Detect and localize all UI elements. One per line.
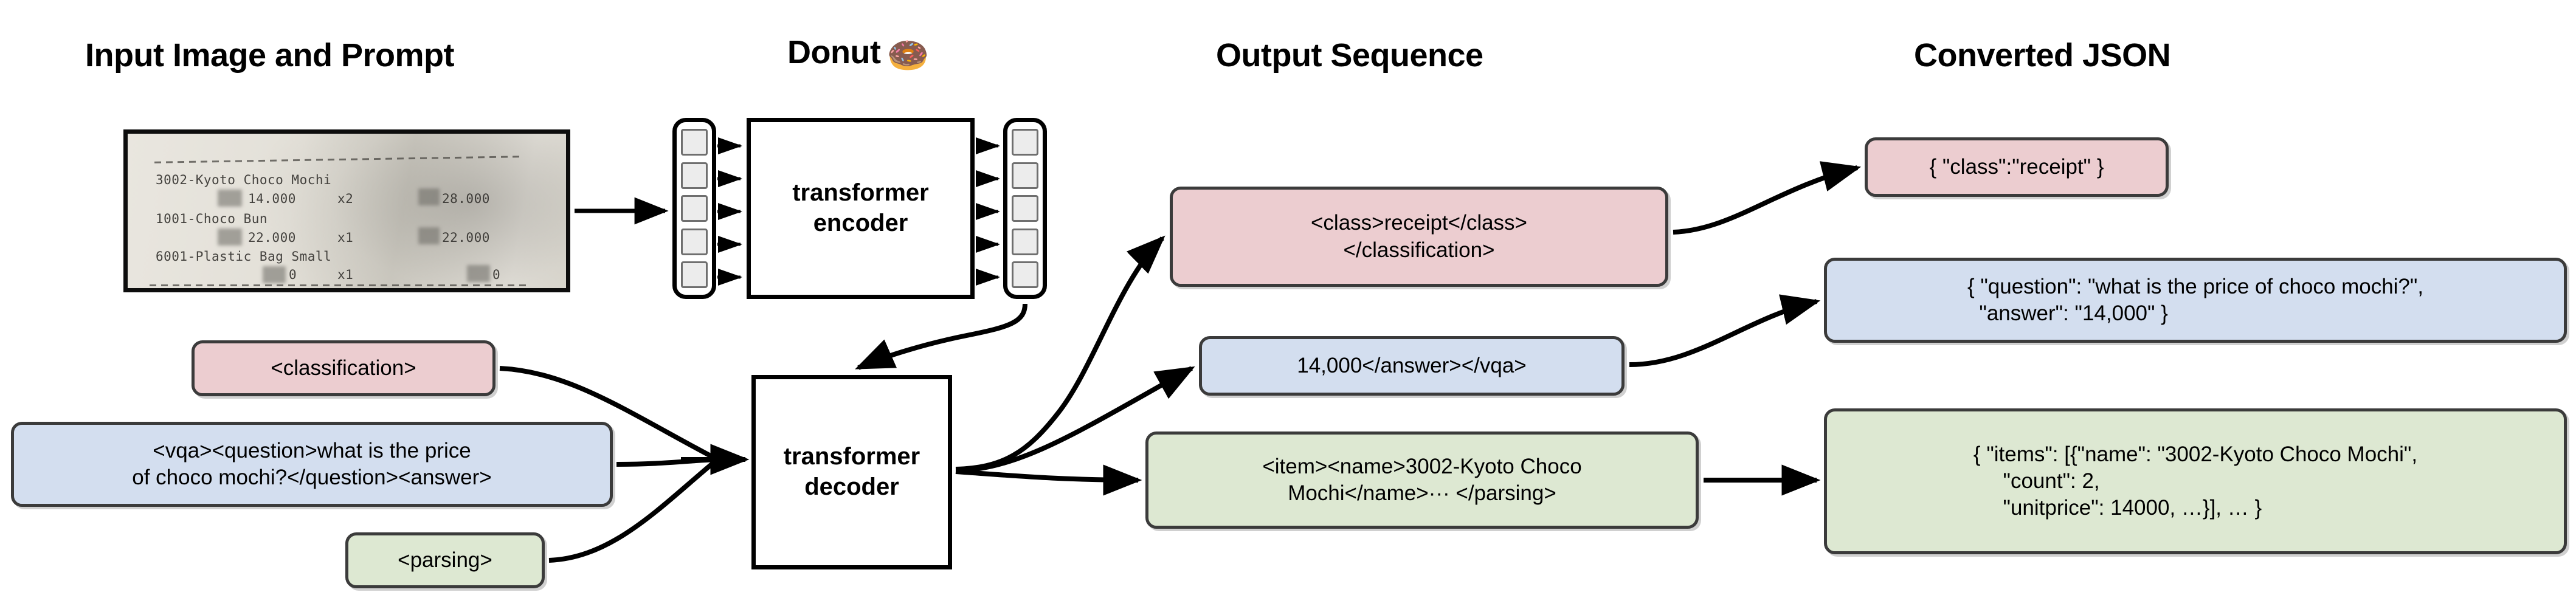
arrow-embeddings-to-decoder	[855, 303, 1027, 370]
input-receipt-image: 3002-Kyoto Choco Mochi 14.000 x2 28.000 …	[123, 129, 570, 292]
receipt-line-4-unitprice: 22.000	[248, 230, 296, 245]
prompt-parsing[interactable]: <parsing>	[345, 532, 545, 588]
patch-token	[681, 162, 708, 189]
output-sequence-parsing[interactable]: <item><name>3002-Kyoto Choco Mochi</name…	[1145, 431, 1699, 529]
column-title-output: Output Sequence	[1216, 37, 1483, 74]
receipt-line-3: 1001-Choco Bun	[156, 211, 268, 226]
output-classification-line1: <class>receipt</class>	[1310, 211, 1527, 235]
column-title-json: Converted JSON	[1914, 37, 2171, 74]
column-title-donut: Donut🍩	[787, 33, 929, 75]
encoder-label: transformer encoder	[792, 178, 929, 238]
embedding-token	[1012, 195, 1038, 222]
json-parsing-line2: "count": 2,	[1973, 469, 2100, 493]
receipt-line-6-count: x1	[337, 267, 354, 282]
json-parsing-text: { "items": [{"name": "3002-Kyoto Choco M…	[1973, 441, 2417, 521]
receipt-line-6-unitprice: 0	[289, 267, 297, 282]
receipt-redaction-3	[218, 229, 242, 246]
decoder-label: transformer decoder	[784, 442, 920, 502]
embedding-token	[1012, 228, 1038, 255]
patch-token	[681, 261, 708, 288]
column-title-input: Input Image and Prompt	[85, 37, 455, 74]
encoder-input-token-stack	[672, 118, 716, 299]
arrow-decoder-to-output-classification	[955, 235, 1165, 472]
json-parsing-line1: { "items": [{"name": "3002-Kyoto Choco M…	[1973, 442, 2418, 466]
json-result-vqa[interactable]: { "question": "what is the price of choc…	[1824, 258, 2567, 343]
output-parsing-text: <item><name>3002-Kyoto Choco Mochi</name…	[1262, 453, 1581, 507]
json-vqa-text: { "question": "what is the price of choc…	[1967, 273, 2423, 327]
receipt-redaction-2	[418, 188, 440, 205]
receipt-redaction-4	[418, 227, 440, 244]
donut-title-text: Donut	[787, 34, 881, 70]
receipt-line-5: 6001-Plastic Bag Small	[156, 249, 332, 264]
json-result-parsing[interactable]: { "items": [{"name": "3002-Kyoto Choco M…	[1824, 408, 2567, 554]
receipt-redaction-5	[263, 266, 286, 283]
output-sequence-classification[interactable]: <class>receipt</class> </classification>	[1170, 187, 1668, 287]
receipt-line-4-total: 22.000	[442, 230, 490, 245]
patch-token	[681, 129, 708, 156]
json-parsing-line3: "unitprice": 14000, …}], … }	[1973, 496, 2262, 520]
prompt-classification[interactable]: <classification>	[192, 340, 496, 396]
prompt-vqa-line1: <vqa><question>what is the price	[153, 438, 471, 462]
prompt-vqa-line2: of choco mochi?</question><answer>	[132, 466, 492, 489]
receipt-line-6-total: 0	[492, 267, 501, 282]
encoder-label-line1: transformer	[792, 179, 929, 207]
receipt-line-2-count: x2	[337, 191, 354, 206]
output-vqa-line1: 14,000</answer></vqa>	[1297, 353, 1527, 377]
arrow-decoder-to-output-parsing	[955, 464, 1142, 496]
transformer-decoder-block: transformer decoder	[751, 375, 952, 569]
prompt-parsing-text: <parsing>	[398, 548, 492, 572]
json-classification-line1: { "class":"receipt" }	[1929, 154, 2104, 179]
decoder-label-line1: transformer	[783, 443, 920, 470]
receipt-bottom-divider	[150, 284, 530, 286]
decoder-label-line2: decoder	[804, 473, 899, 500]
receipt-line-2-unitprice: 14.000	[248, 191, 296, 206]
output-classification-line2: </classification>	[1343, 238, 1495, 262]
output-sequence-vqa[interactable]: 14,000</answer></vqa>	[1199, 336, 1625, 396]
arrow-vqa-prompt-to-decoder	[616, 457, 718, 467]
receipt-line-2-total: 28.000	[442, 191, 490, 206]
json-result-classification[interactable]: { "class":"receipt" }	[1865, 137, 2169, 197]
patch-token	[681, 228, 708, 255]
receipt-line-4-count: x1	[337, 230, 354, 245]
embedding-token	[1012, 261, 1038, 288]
output-classification-text: <class>receipt</class> </classification>	[1311, 210, 1527, 263]
json-vqa-line1: { "question": "what is the price of choc…	[1967, 274, 2424, 298]
embedding-token	[1012, 162, 1038, 189]
output-parsing-line1: <item><name>3002-Kyoto Choco	[1262, 454, 1582, 478]
donut-icon: 🍩	[886, 36, 929, 74]
json-vqa-line2: "answer": "14,000" }	[1967, 301, 2168, 325]
prompt-vqa-text: <vqa><question>what is the price of choc…	[132, 438, 492, 491]
prompt-vqa[interactable]: <vqa><question>what is the price of choc…	[11, 422, 613, 507]
patch-token	[681, 195, 708, 222]
receipt-redaction-6	[467, 265, 490, 282]
receipt-line-1: 3002-Kyoto Choco Mochi	[156, 173, 332, 187]
encoder-output-token-stack	[1003, 118, 1047, 299]
output-parsing-line2: Mochi</name>··· </parsing>	[1288, 481, 1556, 505]
encoder-label-line2: encoder	[813, 210, 908, 236]
transformer-encoder-block: transformer encoder	[747, 118, 975, 299]
receipt-redaction-1	[218, 190, 242, 207]
arrow-output-to-json-classification	[1673, 161, 1862, 235]
arrow-output-to-json-vqa	[1629, 294, 1821, 367]
embedding-token	[1012, 129, 1038, 156]
prompt-classification-text: <classification>	[271, 356, 416, 380]
